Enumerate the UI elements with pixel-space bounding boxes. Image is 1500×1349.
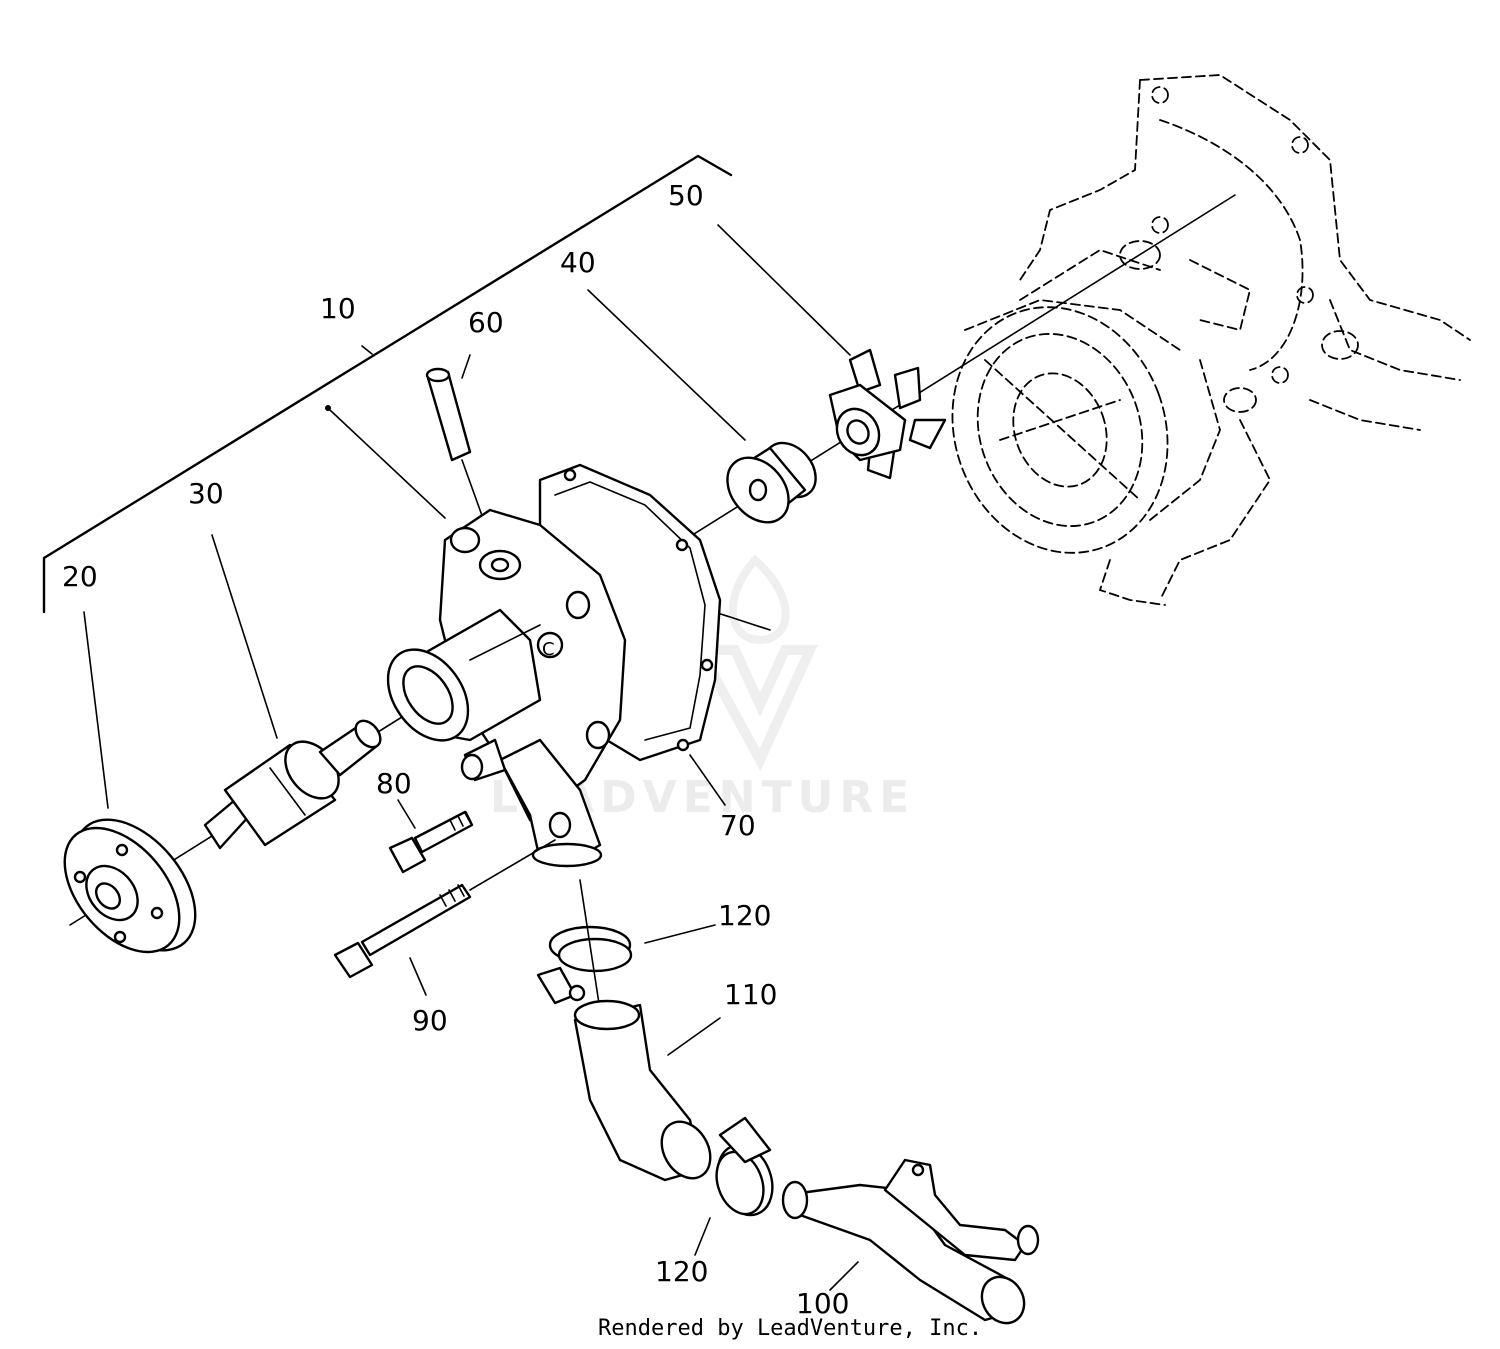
label-50: 50 (668, 179, 704, 212)
label-60: 60 (468, 306, 504, 339)
leader-lines (83, 224, 859, 1291)
leader-10 (361, 345, 373, 355)
label-20: 20 (62, 560, 98, 593)
pump-mount-housing (951, 249, 1221, 554)
part-120-clamp-upper (536, 879, 633, 1011)
label-30: 30 (188, 477, 224, 510)
part-100-pipe (781, 1158, 1040, 1325)
part-90-bolt (333, 839, 556, 979)
label-80: 80 (376, 767, 412, 800)
label-70: 70 (720, 809, 756, 842)
part-70-pump-housing: C (386, 463, 722, 868)
label-120-lower: 120 (655, 1255, 708, 1288)
part-50-impeller (828, 348, 947, 480)
part-30-bearing-shaft (203, 719, 382, 850)
label-120-upper: 120 (718, 899, 771, 932)
leader-dot (325, 405, 331, 411)
label-110: 110 (724, 978, 777, 1011)
label-40: 40 (560, 246, 596, 279)
part-labels: 10 20 30 40 50 60 70 80 90 100 110 120 1… (62, 179, 849, 1320)
label-100: 100 (796, 1287, 849, 1320)
part-80-bolt (388, 810, 474, 874)
part-120-clamp-lower (715, 1116, 774, 1217)
assembly-bracket (42, 154, 733, 614)
casting-mark: C (542, 639, 555, 660)
label-10: 10 (320, 292, 356, 325)
part-20-pulley (63, 818, 197, 954)
engine-block (1019, 74, 1471, 606)
part-110-hose (573, 999, 712, 1182)
part-60-pin (425, 367, 499, 561)
watermark-logo (691, 554, 818, 772)
label-90: 90 (412, 1004, 448, 1037)
credit-text: Rendered by LeadVenture, Inc. (598, 1316, 982, 1341)
part-40-seal (726, 441, 817, 524)
